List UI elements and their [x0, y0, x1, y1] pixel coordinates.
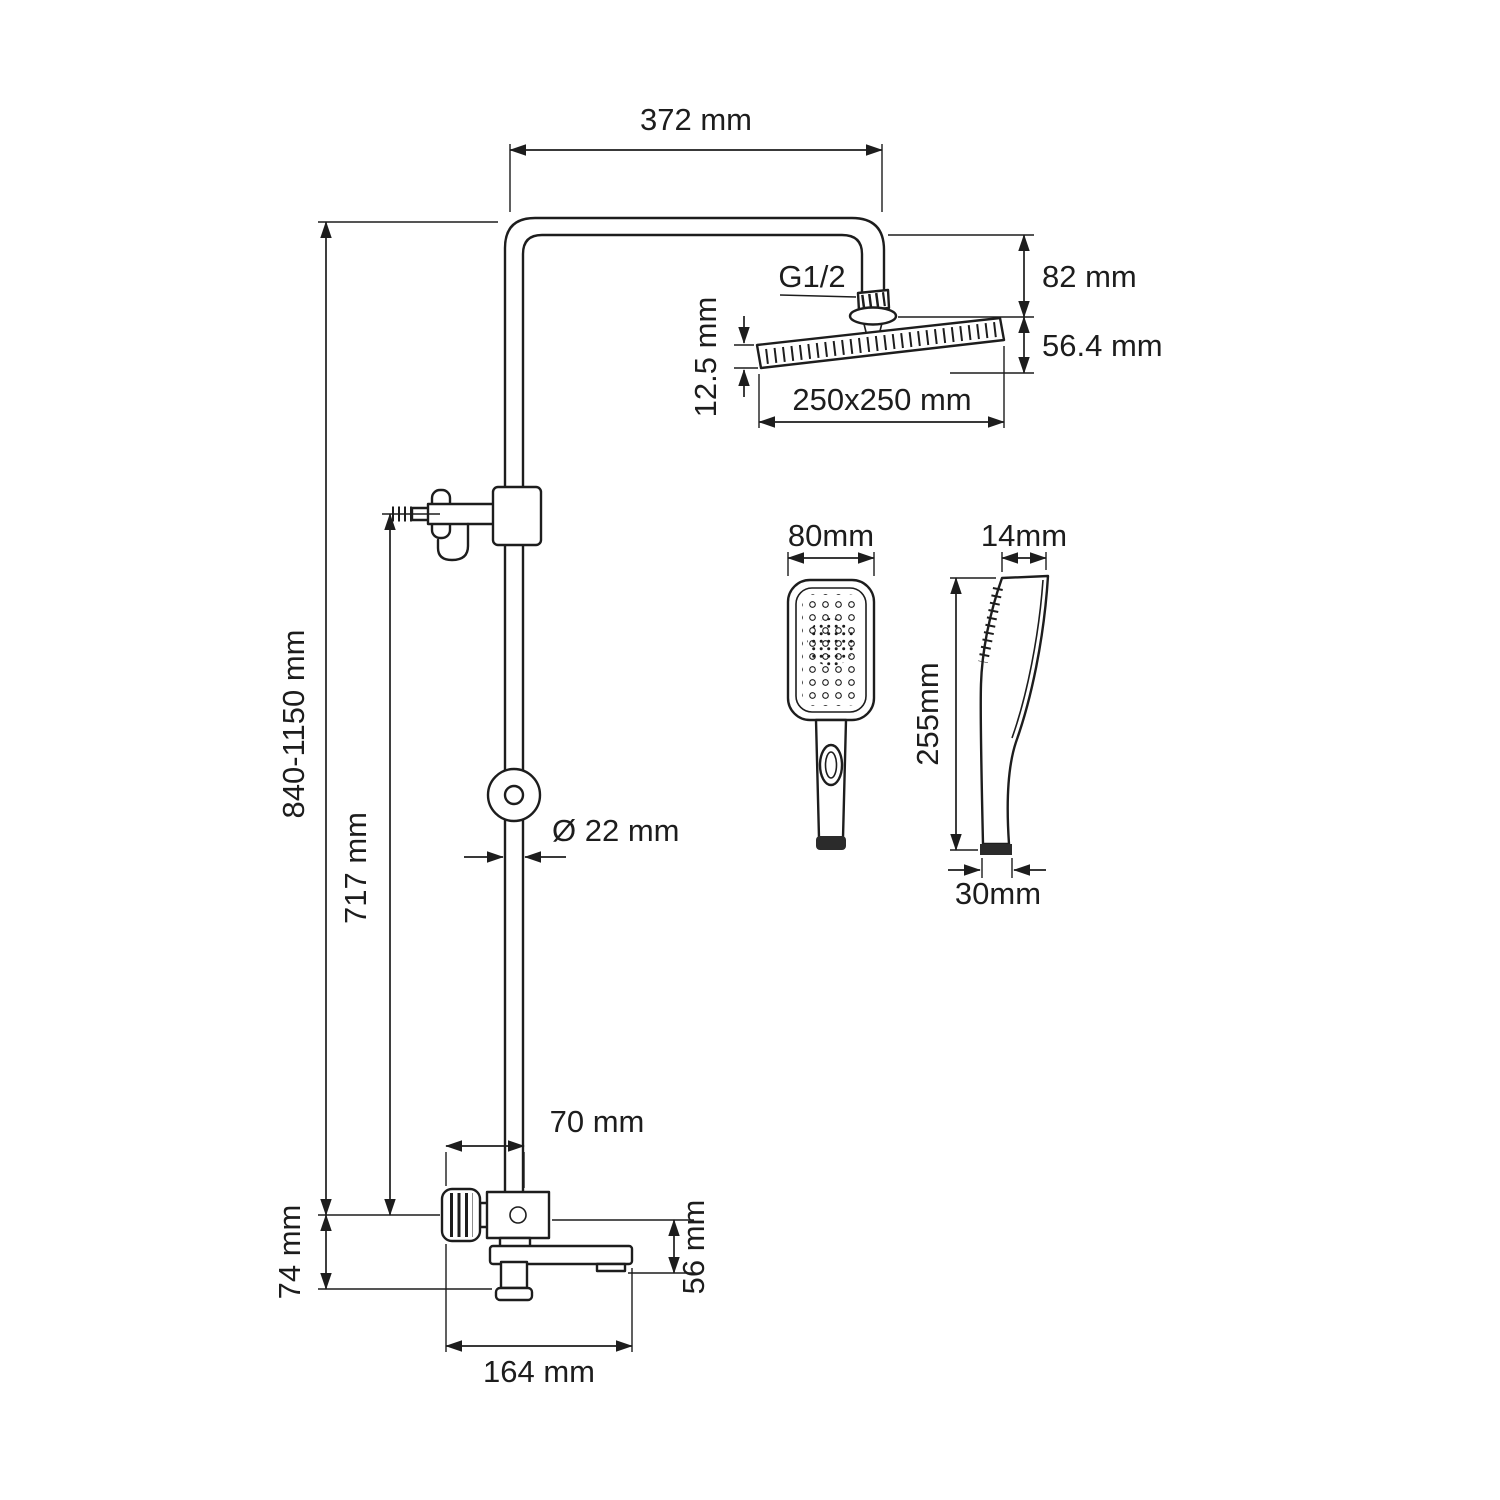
handshower-side-face-ticks	[978, 587, 1003, 663]
diverter-inner	[503, 784, 525, 806]
head-neck-left	[863, 323, 867, 333]
dim-riser-height: 717 mm	[338, 513, 440, 1216]
dim-arm-reach-label: 372 mm	[640, 102, 752, 137]
dim-head-height-label: 56.4 mm	[1042, 328, 1163, 363]
shower-column	[503, 216, 886, 1194]
spout-bar	[488, 1244, 634, 1266]
handshower-button	[818, 743, 844, 787]
wall-bracket	[392, 485, 543, 562]
dim-head-size-label: 250x250 mm	[792, 382, 971, 417]
hand-shower-front-view	[786, 578, 876, 850]
riser-pipe-outer-edge	[503, 216, 886, 1194]
handshower-head-inner	[795, 587, 867, 713]
dim-pipe-diameter: Ø 22 mm	[464, 813, 679, 863]
handshower-outlet	[499, 1260, 529, 1290]
head-neck-right	[879, 322, 883, 332]
dim-head-size: 250x250 mm	[758, 346, 1005, 428]
dim-handshower-bottom: 30mm	[948, 858, 1046, 911]
hand-shower-side-view	[978, 574, 1050, 855]
pipe-clamp	[491, 485, 543, 547]
mixer-assembly	[440, 1187, 634, 1302]
handshower-button-inner	[824, 751, 838, 779]
handshower-side-contour	[1011, 579, 1044, 739]
bracket-hook	[436, 522, 470, 562]
dim-mixer-height-label: 74 mm	[272, 1205, 307, 1300]
spout-aerator	[595, 1262, 627, 1273]
dim-total-height-label: 840-1150 mm	[276, 630, 311, 819]
dim-mixer-height: 74 mm	[272, 1205, 492, 1300]
dim-handshower-length: 255mm	[910, 577, 996, 851]
diverter-knob	[486, 767, 542, 823]
mixer-knob	[440, 1187, 482, 1243]
dim-spout-drop-label: 56 mm	[676, 1200, 711, 1295]
handshower-side-outline	[979, 574, 1050, 846]
dim-spout-drop: 56 mm	[552, 1200, 711, 1295]
dim-thread-leader	[779, 294, 857, 298]
handshower-handle-cap	[816, 836, 846, 850]
dim-thread-label: G1/2	[778, 259, 845, 294]
mixer-body	[485, 1190, 551, 1240]
mixer-knob-outline	[441, 1188, 481, 1242]
dim-head-offset-label: 82 mm	[1042, 259, 1137, 294]
dim-spout-length-label: 164 mm	[483, 1354, 595, 1389]
riser-pipe-inner-edge	[521, 233, 864, 1194]
dim-handshower-depth-label: 14mm	[981, 518, 1067, 553]
dim-handshower-bottom-label: 30mm	[955, 876, 1041, 911]
mixer-port	[509, 1206, 527, 1224]
dim-handshower-length-label: 255mm	[910, 662, 945, 765]
thread-connector	[856, 288, 891, 313]
dim-riser-height-label: 717 mm	[338, 812, 373, 924]
handshower-center-jets	[807, 618, 855, 666]
dim-pipe-diameter-label: Ø 22 mm	[552, 813, 679, 848]
handshower-outlet-cap	[494, 1286, 534, 1302]
dim-handshower-width: 80mm	[787, 518, 875, 576]
dim-thread: G1/2	[778, 259, 857, 298]
dim-head-thickness: 12.5 mm	[688, 297, 758, 418]
dim-head-thickness-label: 12.5 mm	[688, 297, 723, 418]
dim-spout-length: 164 mm	[445, 1244, 633, 1389]
dim-head-height: 56.4 mm	[950, 316, 1163, 374]
dim-total-height: 840-1150 mm	[276, 221, 498, 1216]
dim-handshower-depth: 14mm	[981, 518, 1067, 572]
rain-shower-head	[755, 288, 1006, 370]
dim-head-offset: 82 mm	[888, 234, 1137, 318]
dim-handshower-width-label: 80mm	[788, 518, 874, 553]
dim-arm-reach: 372 mm	[509, 102, 883, 212]
handshower-side-cap	[980, 844, 1012, 855]
dim-mixer-depth: 70 mm	[445, 1104, 645, 1188]
dim-mixer-depth-label: 70 mm	[550, 1104, 645, 1139]
head-flange	[848, 306, 898, 326]
dimension-annotations: 372 mm G1/2 82 mm 56.4 mm 12.5 mm	[272, 102, 1163, 1389]
